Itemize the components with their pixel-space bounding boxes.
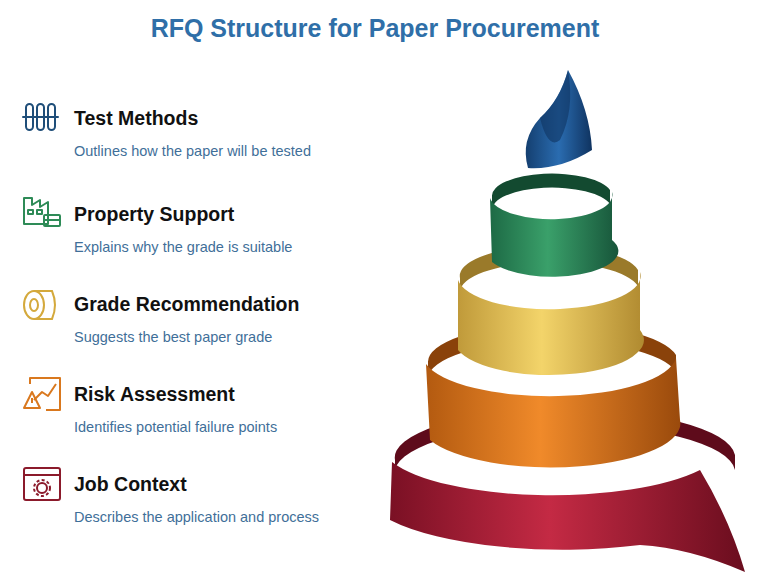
- factory-icon: [24, 198, 60, 226]
- item-description: Suggests the best paper grade: [74, 329, 272, 345]
- item-heading: Job Context: [74, 473, 187, 496]
- item-description: Identifies potential failure points: [74, 419, 277, 435]
- item-heading: Test Methods: [74, 107, 198, 130]
- spiral-cone: [390, 70, 745, 572]
- test-tubes-icon: [23, 104, 58, 130]
- item-description: Outlines how the paper will be tested: [74, 143, 311, 159]
- risk-chart-icon: [24, 378, 60, 410]
- diagram-title: RFQ Structure for Paper Procurement: [0, 14, 750, 43]
- paper-roll-icon: [24, 291, 55, 319]
- item-heading: Risk Assessment: [74, 383, 235, 406]
- item-description: Explains why the grade is suitable: [74, 239, 292, 255]
- item-heading: Property Support: [74, 203, 234, 226]
- gear-window-icon: [24, 468, 60, 500]
- item-description: Describes the application and process: [74, 509, 319, 525]
- item-heading: Grade Recommendation: [74, 293, 299, 316]
